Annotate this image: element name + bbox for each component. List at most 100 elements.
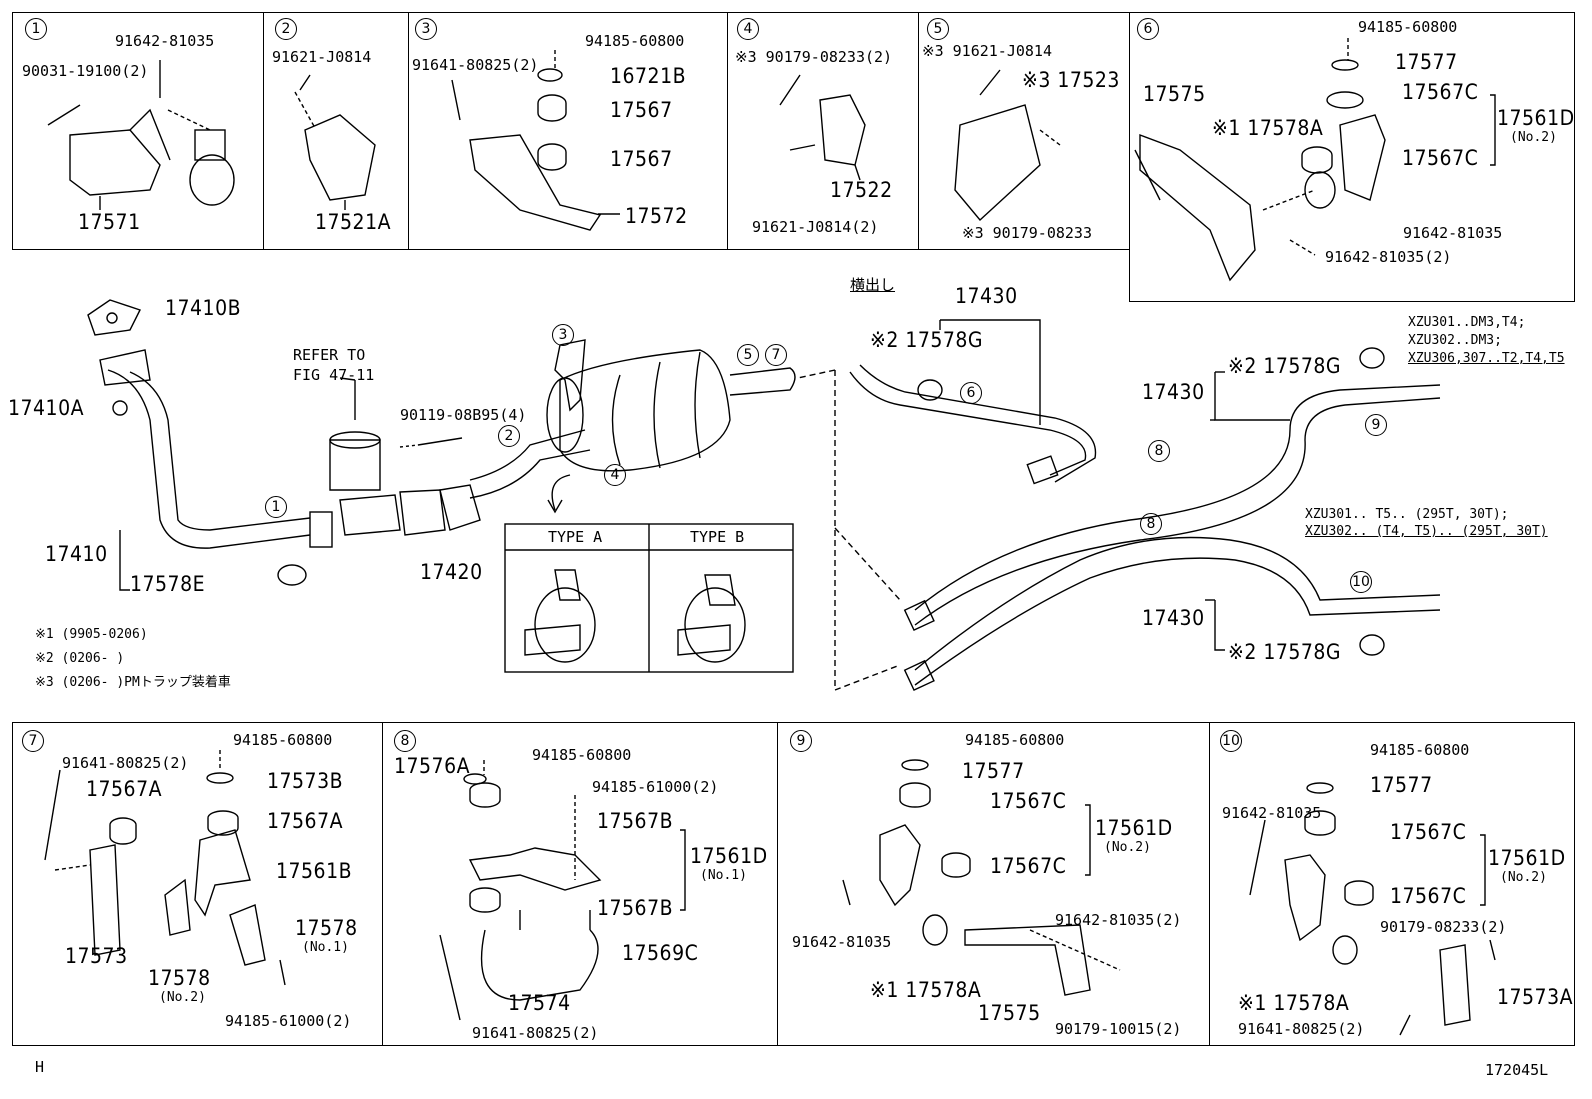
- part-label: ※2 17578G: [1228, 640, 1342, 664]
- part-label: 94185-60800: [585, 32, 685, 50]
- part-label: 91641-80825(2): [1238, 1020, 1365, 1038]
- applicability-note: XZU306,307..T2,T4,T5: [1408, 351, 1565, 366]
- part-label: ※1 17578A: [1212, 116, 1324, 140]
- panel-number: 9: [790, 730, 812, 752]
- part-label: 90179-10015(2): [1055, 1020, 1182, 1038]
- panel-6: [1129, 12, 1575, 302]
- footnote: ※3 (0206- )PMトラップ装着車: [35, 675, 231, 690]
- panel-number: 5: [927, 18, 949, 40]
- part-label: 91642-81035: [115, 32, 215, 50]
- part-label: 17561D: [690, 844, 768, 868]
- part-label: 17567C: [1402, 80, 1479, 104]
- part-label: 91642-81035: [792, 933, 892, 951]
- part-label: 17578: [148, 966, 211, 990]
- section-title: 横出し: [850, 276, 896, 294]
- part-label: 17567B: [597, 896, 674, 920]
- callout-circle: 3: [552, 324, 574, 346]
- applicability-note: XZU301..DM3,T4;: [1408, 315, 1526, 330]
- part-label: 91642-81035: [1403, 224, 1503, 242]
- part-label: 17420: [420, 560, 483, 584]
- footer-code: 172045L: [1485, 1061, 1549, 1079]
- type-b-label: TYPE B: [690, 528, 745, 546]
- part-label: 17561D: [1497, 106, 1575, 130]
- part-label: 17567: [610, 147, 673, 171]
- part-label: 90031-19100(2): [22, 62, 149, 80]
- part-label: 91621-J0814(2): [752, 218, 879, 236]
- callout-circle: 10: [1350, 571, 1372, 593]
- part-label: 90179-08233(2): [1380, 918, 1507, 936]
- panel-10: [1209, 722, 1575, 1046]
- part-label: 17410B: [165, 296, 242, 320]
- part-label: (No.2): [1500, 870, 1547, 885]
- panel-number: 10: [1220, 730, 1242, 752]
- part-label: 17573A: [1497, 985, 1574, 1009]
- part-label: 17561D: [1095, 816, 1173, 840]
- part-label: 91641-80825(2): [412, 56, 539, 74]
- part-label: 17574: [508, 991, 571, 1015]
- callout-circle: 7: [765, 344, 787, 366]
- refer-note: FIG 47-11: [293, 366, 375, 384]
- part-label: 17567C: [990, 789, 1067, 813]
- part-label: 17578E: [130, 572, 206, 596]
- part-label: ※3 17523: [1022, 68, 1120, 92]
- panel-number: 4: [737, 18, 759, 40]
- part-label: 17573B: [267, 769, 344, 793]
- part-label: 17575: [978, 1001, 1041, 1025]
- part-label: 17576A: [394, 754, 471, 778]
- type-a-label: TYPE A: [548, 528, 603, 546]
- panel-number: 6: [1137, 18, 1159, 40]
- part-label: 17577: [1370, 773, 1433, 797]
- footnote: ※2 (0206- ): [35, 651, 125, 666]
- panel-number: 3: [415, 18, 437, 40]
- part-label: (No.1): [302, 940, 349, 955]
- callout-circle: 9: [1365, 414, 1387, 436]
- part-label: 17573: [65, 944, 128, 968]
- part-label: ※1 17578A: [870, 978, 982, 1002]
- part-label: 17430: [1142, 606, 1205, 630]
- part-label: 17577: [1395, 50, 1458, 74]
- part-label: 94185-60800: [1370, 741, 1470, 759]
- part-label: 17430: [955, 284, 1018, 308]
- part-label: ※3 90179-08233: [962, 224, 1092, 242]
- part-label: 91641-80825(2): [62, 754, 189, 772]
- part-label: 17572: [625, 204, 688, 228]
- part-label: (No.2): [159, 990, 206, 1005]
- panel-number: 2: [275, 18, 297, 40]
- part-label: 17567: [610, 98, 673, 122]
- part-label: 91642-81035: [1222, 804, 1322, 822]
- part-label: 91642-81035(2): [1055, 911, 1182, 929]
- part-label: 17567C: [990, 854, 1067, 878]
- part-label: 94185-61000(2): [592, 778, 719, 796]
- panel-number: 1: [25, 18, 47, 40]
- footer-left: H: [35, 1058, 45, 1076]
- callout-circle: 1: [265, 496, 287, 518]
- callout-circle: 6: [960, 382, 982, 404]
- refer-note: REFER TO: [293, 346, 366, 364]
- part-label: 17578: [295, 916, 358, 940]
- part-label: 94185-60800: [532, 746, 632, 764]
- part-label: 17575: [1143, 82, 1206, 106]
- part-label: ※2 17578G: [870, 328, 984, 352]
- part-label: 17430: [1142, 380, 1205, 404]
- part-label: 17567C: [1402, 146, 1479, 170]
- part-label: ※3 90179-08233(2): [735, 48, 893, 66]
- part-label: ※3 91621-J0814: [922, 42, 1052, 60]
- part-label: 17410: [45, 542, 108, 566]
- part-label: 94185-60800: [1358, 18, 1458, 36]
- part-label: 17567A: [86, 777, 163, 801]
- callout-circle: 4: [604, 464, 626, 486]
- part-label: (No.1): [700, 868, 747, 883]
- part-label: 17561B: [276, 859, 353, 883]
- applicability-note: XZU302..DM3;: [1408, 333, 1502, 348]
- part-label: 91621-J0814: [272, 48, 372, 66]
- part-label: 94185-60800: [965, 731, 1065, 749]
- part-label: ※2 17578G: [1228, 354, 1342, 378]
- callout-circle: 2: [498, 425, 520, 447]
- part-label: 17522: [830, 178, 893, 202]
- panel-number: 8: [394, 730, 416, 752]
- part-label: 16721B: [610, 64, 687, 88]
- part-label: 17567C: [1390, 820, 1467, 844]
- part-label: 17410A: [8, 396, 85, 420]
- applicability-note: XZU302.. (T4, T5).. (295T, 30T): [1305, 524, 1548, 539]
